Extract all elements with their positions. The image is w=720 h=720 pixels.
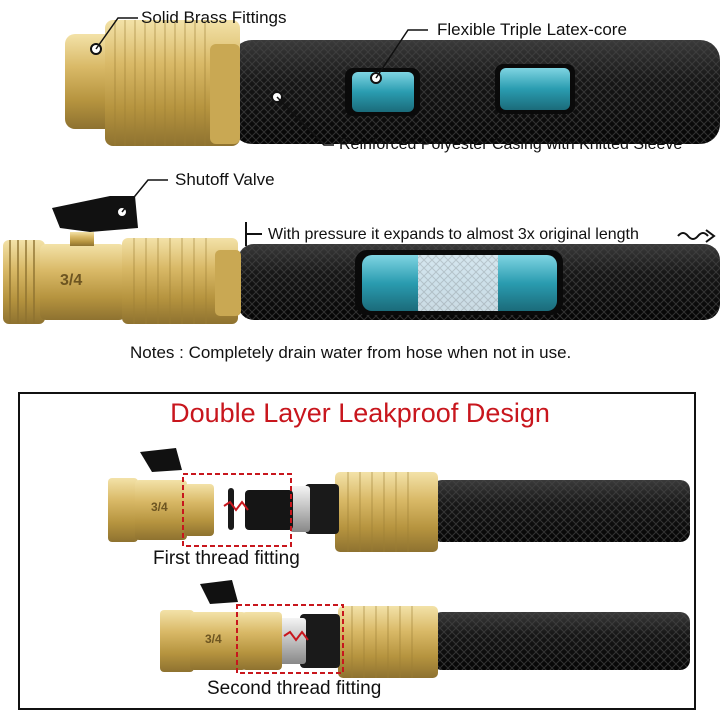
valve-body [40,244,125,320]
brass-knurled-fitting-2 [122,238,238,324]
latex-core-window-2 [500,68,570,110]
second-thread-fitting-label: Second thread fitting [207,678,382,699]
size-label-row2: 3/4 [205,632,222,646]
leakproof-assembly-1 [108,448,690,552]
callout-brass-fittings: Solid Brass Fittings [141,8,287,27]
wave-arrow-icon [677,232,709,240]
dashed-highlight-2 [236,604,344,674]
notes-text: Notes : Completely drain water from hose… [130,343,572,362]
callout-latex-core: Flexible Triple Latex-core [437,20,627,39]
brass-knurled-fitting [105,20,240,146]
callout-expansion: With pressure it expands to almost 3x or… [268,226,639,243]
leakproof-panel [18,392,696,710]
middle-hose [3,179,720,324]
brass-coupling-cap [65,34,115,129]
valve-handle [52,196,138,232]
first-thread-fitting-label: First thread fitting [153,548,300,569]
top-hose [65,17,720,146]
callout-polyester-casing: Reinforced Polyester Casing with Knitted… [339,136,683,153]
size-label-middle: 3/4 [60,272,83,289]
leakproof-title: Double Layer Leakproof Design [170,398,550,428]
leakproof-assembly-2 [160,580,690,678]
dashed-highlight-1 [182,473,292,547]
size-label-row1: 3/4 [151,500,168,514]
latex-core-window-1 [352,72,414,112]
callout-shutoff-valve: Shutoff Valve [175,170,275,189]
